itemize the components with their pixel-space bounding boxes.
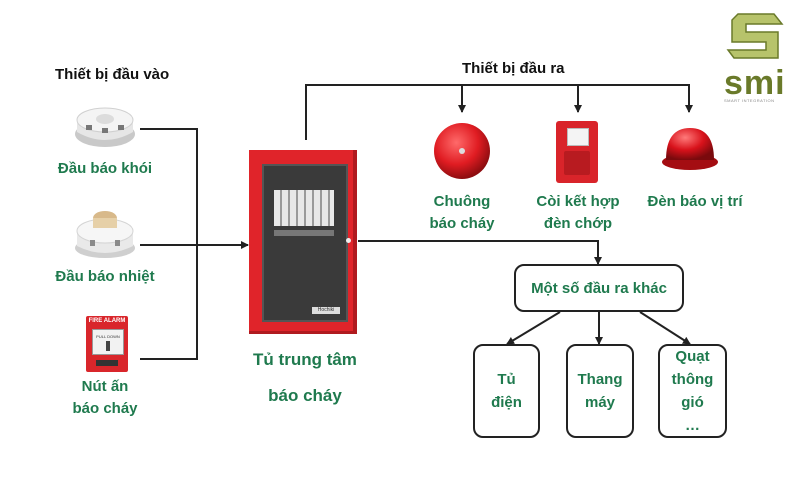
- fan-line4: …: [685, 417, 700, 434]
- heat-detector-label: Đầu báo nhiệt: [55, 268, 155, 285]
- bell-label-line2: báo cháy: [429, 215, 495, 232]
- beacon-light-label: Đèn báo vị trí: [647, 193, 743, 210]
- smi-logo-tagline: SMART INTEGRATION: [724, 98, 775, 103]
- smoke-detector-icon: [72, 98, 138, 150]
- fan-line2: thông: [671, 371, 714, 388]
- panel-brand-label: Hochiki: [312, 307, 340, 314]
- elevator-line1: Thang: [577, 371, 623, 388]
- ventilation-fan-box: Quạt thông gió …: [658, 344, 727, 438]
- inputs-heading: Thiết bị đầu vào: [55, 66, 170, 83]
- fire-alarm-panel-icon: Hochiki: [249, 150, 357, 334]
- panel-label-line1: Tủ trung tâm: [253, 350, 357, 369]
- horn-strobe-label: Còi kết hợp đèn chớp: [518, 191, 638, 235]
- call-point-label-line2: báo cháy: [72, 400, 138, 417]
- call-point-fire-text: FIRE: [88, 318, 103, 324]
- panel-lock-icon: [346, 238, 351, 243]
- horn-label-line1: Còi kết hợp: [536, 193, 620, 210]
- smi-logo-text: smi: [724, 64, 786, 102]
- smoke-detector-label: Đầu báo khói: [57, 160, 153, 177]
- fan-line1: Quạt: [675, 348, 710, 365]
- bell-label-line1: Chuông: [433, 193, 491, 210]
- call-point-pull-text: PULL DOWN: [96, 334, 120, 339]
- smi-logo-mark-icon: [726, 13, 784, 59]
- fan-arrow: [639, 311, 691, 345]
- fire-bell-icon: [432, 121, 492, 181]
- panel-label-line2: báo cháy: [268, 386, 342, 405]
- electrical-cabinet-box: Tủ điện: [473, 344, 540, 438]
- other-outputs-box: Một số đầu ra khác: [514, 264, 684, 312]
- fan-line3: gió: [681, 394, 704, 411]
- manual-call-point-icon: FIRE ALARM PULL DOWN: [86, 316, 128, 372]
- elevator-line2: máy: [584, 394, 616, 411]
- manual-call-point-label: Nút ấn báo cháy: [40, 376, 170, 420]
- heat-detector-icon: [70, 206, 140, 260]
- smi-logo: smi SMART INTEGRATION: [720, 10, 792, 103]
- panel-label: Tủ trung tâm báo cháy: [230, 342, 380, 414]
- call-point-label-line1: Nút ấn: [81, 378, 129, 395]
- horn-label-line2: đèn chớp: [543, 215, 613, 232]
- fire-bell-label: Chuông báo cháy: [402, 191, 522, 235]
- cabinet-line1: Tủ: [497, 371, 516, 388]
- outputs-heading: Thiết bị đầu ra: [462, 60, 565, 77]
- cabinet-line2: điện: [491, 394, 522, 411]
- elevator-box: Thang máy: [566, 344, 634, 438]
- cabinet-arrow: [506, 311, 561, 345]
- beacon-light-icon: [660, 124, 720, 172]
- call-point-alarm-text: ALARM: [103, 318, 126, 324]
- horn-strobe-icon: [556, 121, 598, 183]
